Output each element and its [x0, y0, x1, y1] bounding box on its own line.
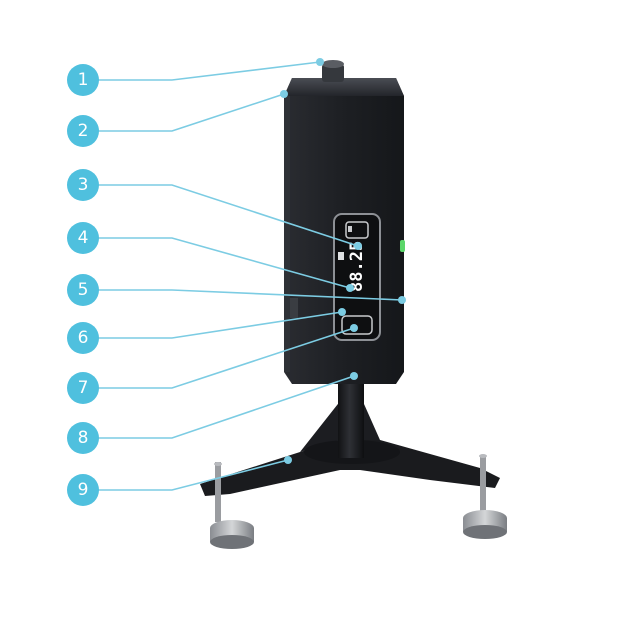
lower-button	[341, 315, 373, 335]
callout-9: 9	[67, 474, 99, 506]
callout-5: 5	[67, 274, 99, 306]
leader-lines	[95, 61, 403, 491]
callout-6: 6	[67, 322, 99, 354]
stand-pole	[338, 378, 364, 458]
display-panel: 88.25	[333, 213, 381, 341]
callout-2-label: 2	[78, 121, 89, 141]
callout-3: 3	[67, 169, 99, 201]
callout-5-label: 5	[78, 280, 89, 300]
callout-4-label: 4	[78, 228, 89, 248]
leader-targets	[280, 58, 406, 464]
right-foot	[463, 454, 507, 539]
callout-7: 7	[67, 372, 99, 404]
callout-2: 2	[67, 115, 99, 147]
callout-1: 1	[67, 64, 99, 96]
callout-3-label: 3	[78, 175, 89, 195]
side-led	[400, 240, 405, 252]
callout-8: 8	[67, 422, 99, 454]
display-indicator	[338, 252, 344, 260]
callout-8-label: 8	[78, 428, 89, 448]
callout-1-label: 1	[78, 70, 89, 90]
upper-button	[345, 221, 369, 239]
left-foot	[210, 462, 254, 549]
callout-7-label: 7	[78, 378, 89, 398]
top-cap	[322, 60, 344, 82]
callout-4: 4	[67, 222, 99, 254]
callout-6-label: 6	[78, 328, 89, 348]
display-reading: 88.25	[347, 241, 367, 292]
callout-9-label: 9	[78, 480, 89, 500]
